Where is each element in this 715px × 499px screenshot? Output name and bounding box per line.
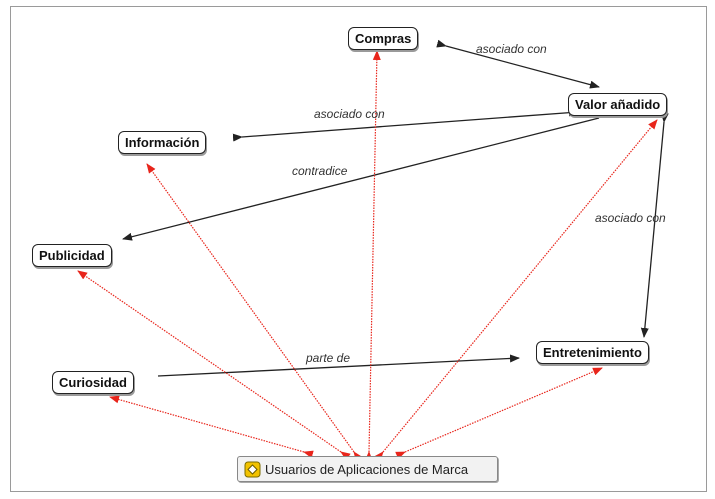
- edge-user-compras: [364, 50, 381, 462]
- label-informacion-valor: asociado con: [314, 107, 385, 121]
- node-valor-anadido[interactable]: Valor añadido: [568, 93, 668, 116]
- node-compras[interactable]: Compras: [348, 27, 419, 50]
- node-curiosidad[interactable]: Curiosidad: [52, 371, 134, 394]
- node-usuarios-aplicaciones-marca[interactable]: Usuarios de Aplicaciones de Marca: [237, 456, 498, 482]
- edge-user-curiosidad: [109, 395, 314, 459]
- node-informacion[interactable]: Información: [118, 131, 207, 154]
- edge-valor-entretenimiento: [640, 112, 669, 338]
- label-compras-valor: asociado con: [476, 42, 547, 56]
- edge-user-entretenimiento: [395, 367, 603, 460]
- node-publicidad[interactable]: Publicidad: [32, 244, 112, 267]
- label-publicidad-valor: contradice: [292, 164, 348, 178]
- label-valor-entretenimiento: asociado con: [595, 211, 666, 225]
- node-entretenimiento[interactable]: Entretenimiento: [536, 341, 649, 364]
- puzzle-icon: [244, 461, 261, 477]
- edge-compras-valor: [436, 39, 600, 89]
- edge-user-informacion: [146, 163, 363, 462]
- edge-informacion-valor: [232, 108, 579, 142]
- edge-user-valor: [374, 119, 658, 462]
- label-curiosidad-entretenimiento: parte de: [305, 351, 350, 365]
- center-node-label: Usuarios de Aplicaciones de Marca: [265, 461, 469, 477]
